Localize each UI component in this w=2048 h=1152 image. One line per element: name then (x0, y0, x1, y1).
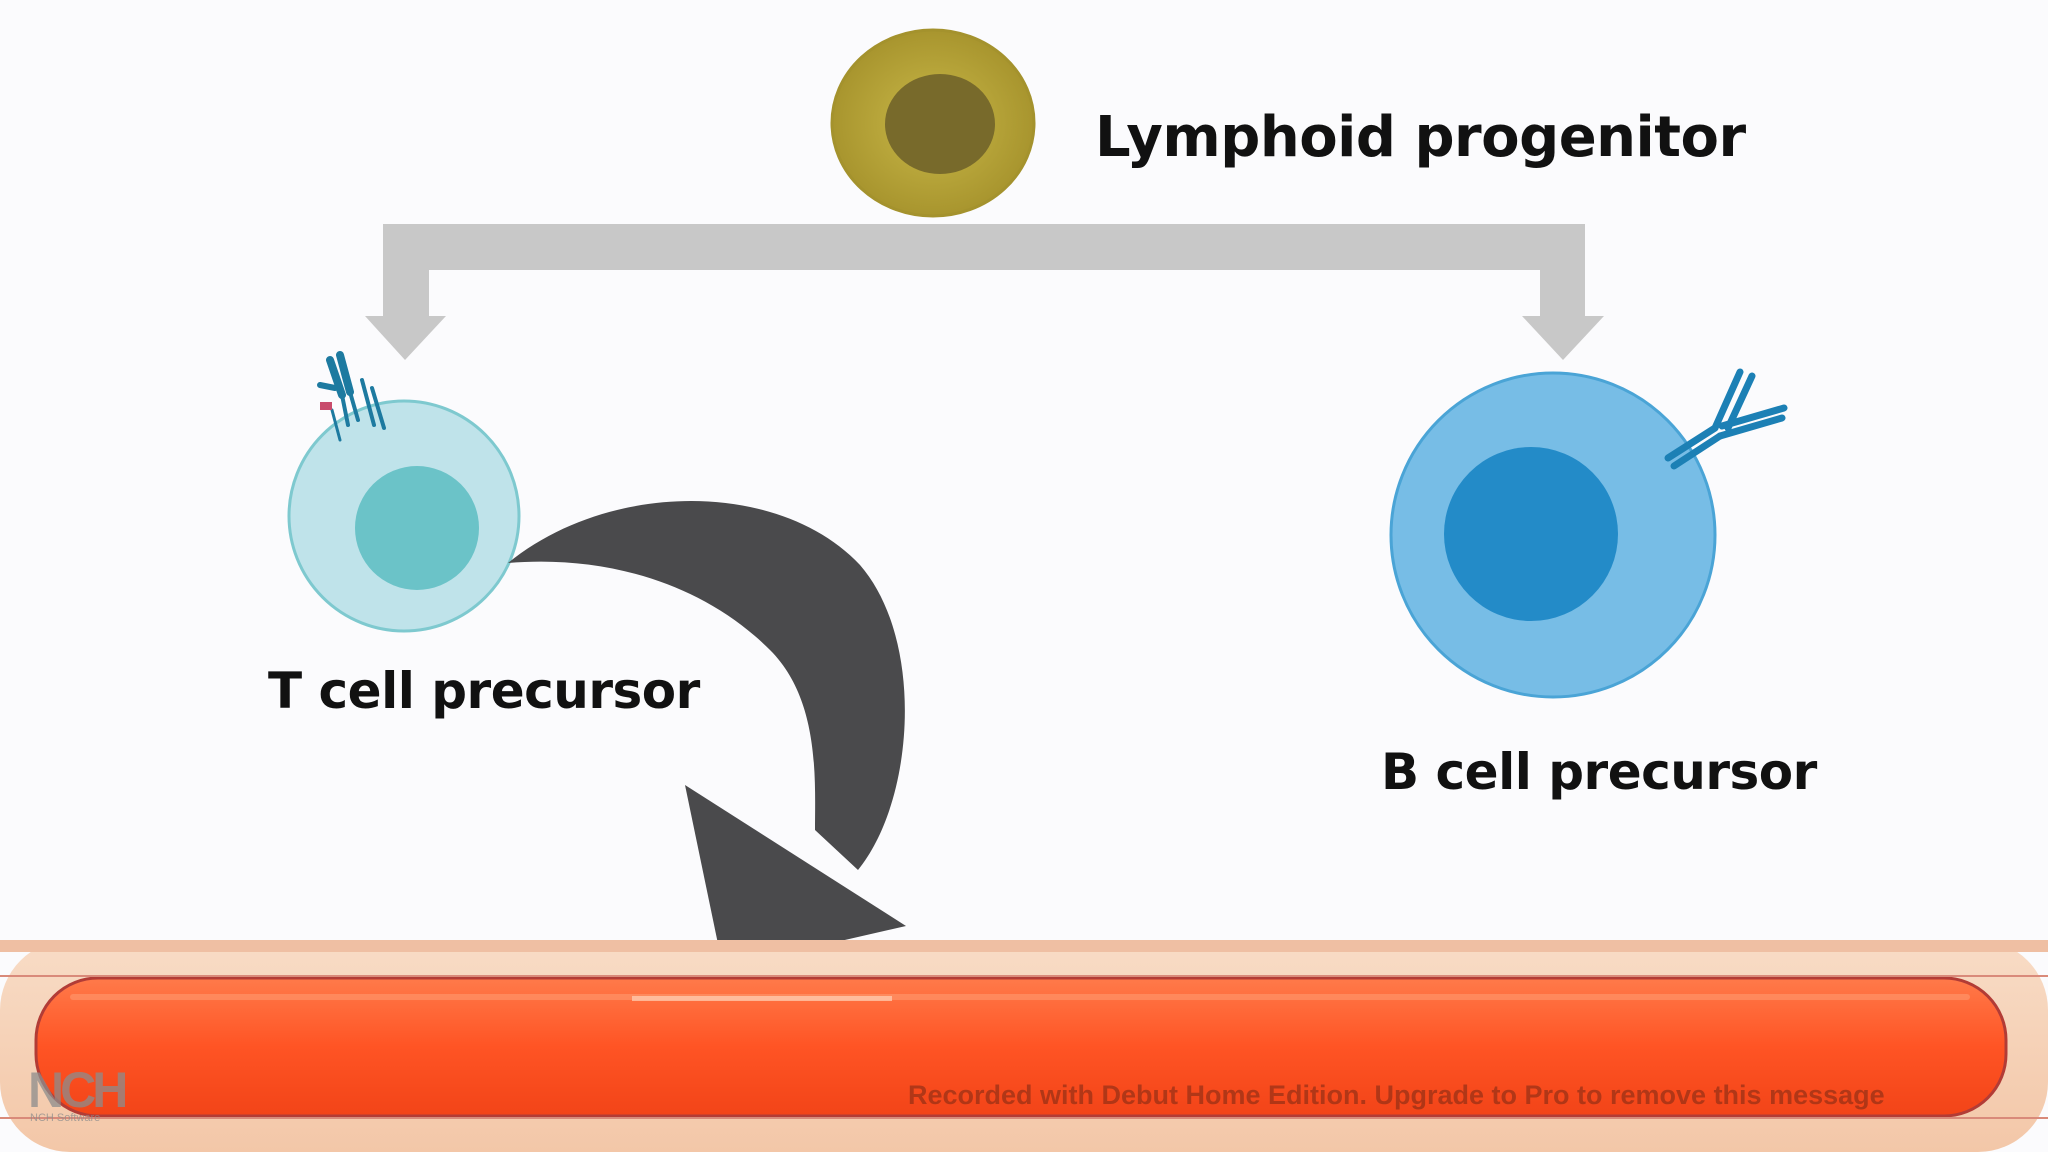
arrowhead-left (365, 316, 446, 360)
b-cell-nucleus (1444, 447, 1618, 621)
t-cell-precursor (287, 351, 521, 633)
recording-watermark: Recorded with Debut Home Edition. Upgrad… (908, 1080, 1885, 1110)
lymphoid-progenitor-cell (830, 28, 1036, 218)
curved-arrow (508, 500, 906, 968)
vessel-highlight (70, 994, 1970, 1000)
t-cell-nucleus (355, 466, 479, 590)
branch-arrow (365, 224, 1604, 360)
t-cell-mhc-marker (320, 402, 332, 410)
b-cell-antibody-icon (1664, 368, 1788, 470)
t-cell-receptor-icon (317, 351, 386, 442)
t-cell-precursor-label: T cell precursor (268, 662, 700, 720)
b-cell-precursor (1389, 368, 1788, 699)
nch-logo-subtext: NCH Software (30, 1112, 101, 1124)
blood-vessel (0, 940, 2048, 1152)
b-cell-precursor-label: B cell precursor (1381, 743, 1817, 801)
nch-logo-text: NCH (28, 1062, 128, 1118)
nch-logo: NCH NCH Software (28, 1062, 128, 1124)
curved-arrowhead (685, 785, 906, 968)
lymphoid-progenitor-label: Lymphoid progenitor (1095, 105, 1746, 170)
arrowhead-right (1522, 316, 1604, 360)
progenitor-nucleus (885, 74, 995, 174)
